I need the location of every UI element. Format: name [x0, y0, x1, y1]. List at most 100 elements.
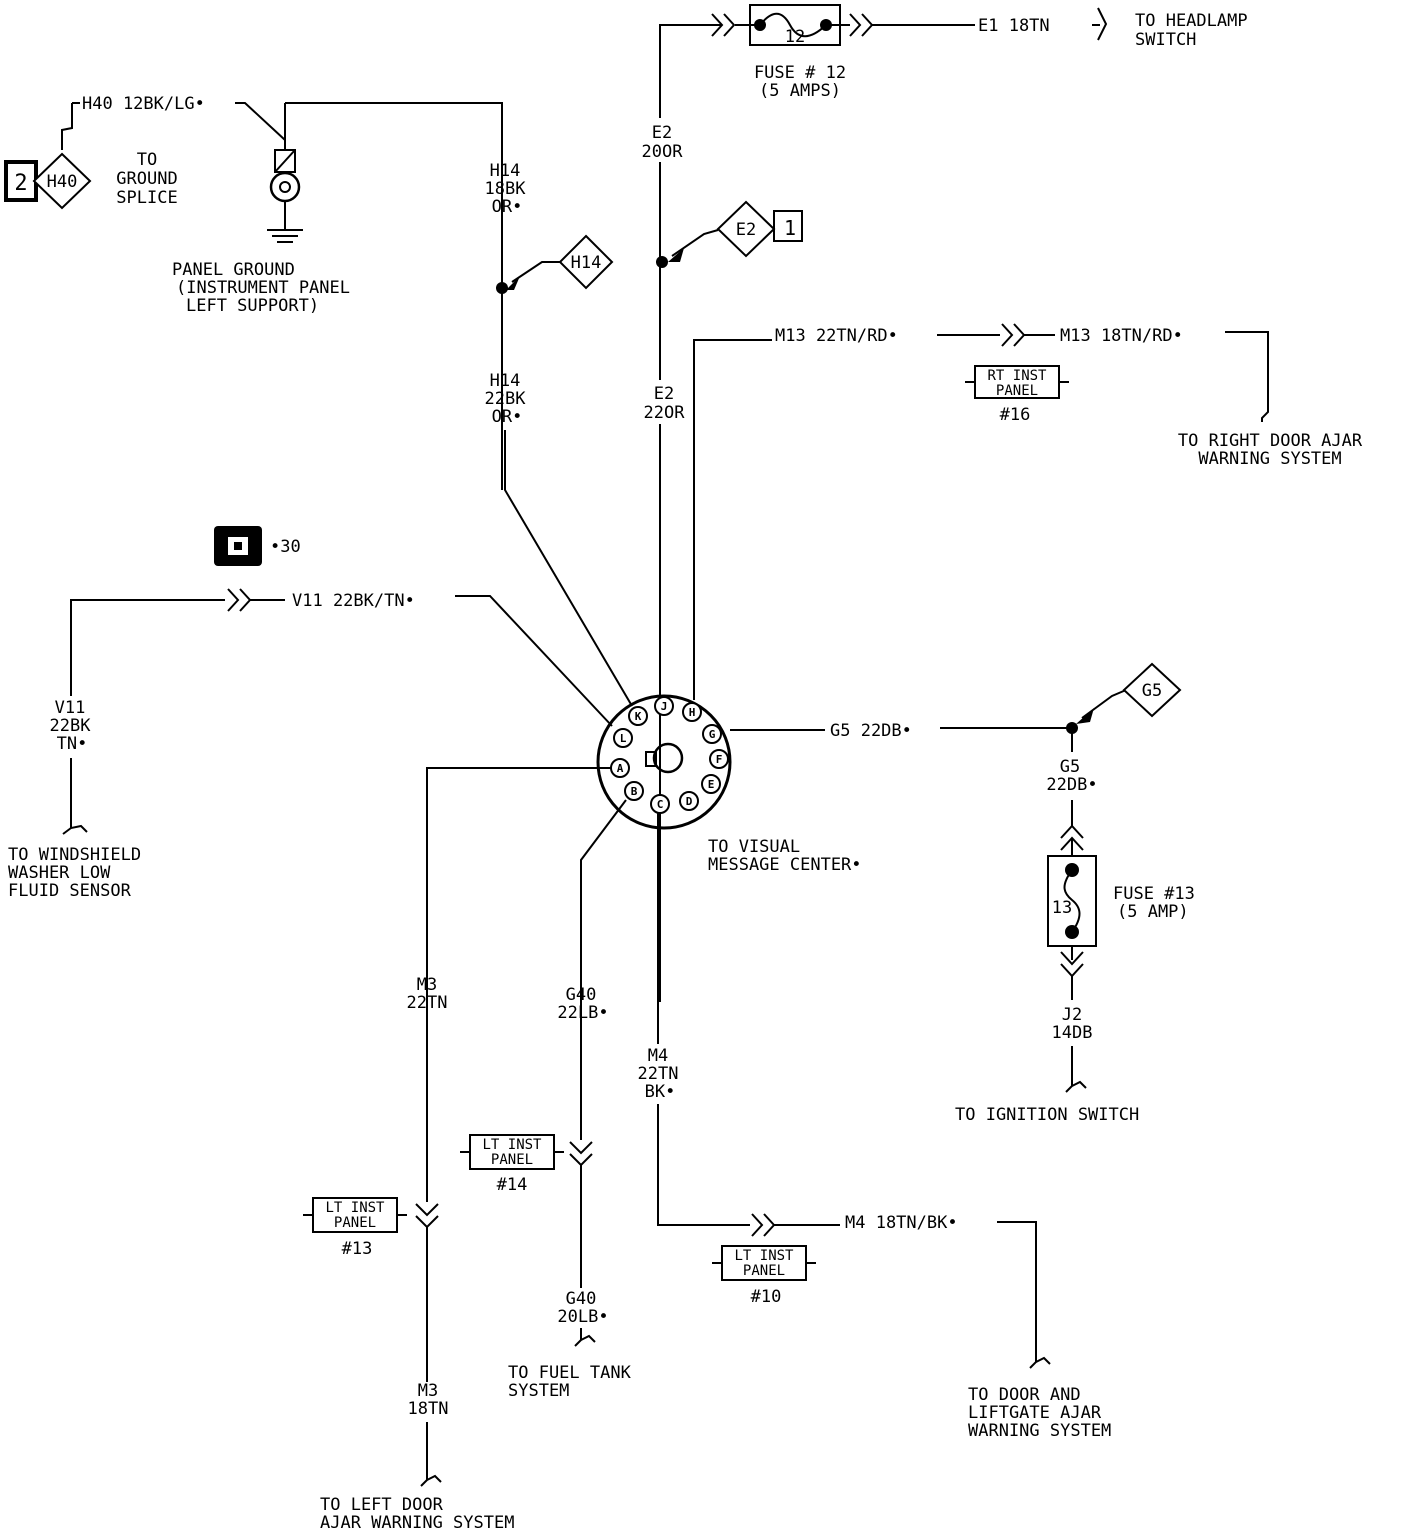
fuse-12-number: 12: [785, 27, 805, 47]
m4-circuit: M4 22TN BK• M4 18TN/BK• LT INST PANEL #1…: [630, 812, 1111, 1441]
vmc-pin-d: D: [679, 791, 699, 811]
ground-symbol-icon: [267, 229, 303, 243]
left-door-dest-2: AJAR WARNING SYSTEM: [320, 1513, 514, 1533]
g5-vert-1: G5: [1060, 757, 1080, 777]
svg-text:A: A: [617, 762, 624, 775]
lt-inst-panel-13-line2: PANEL: [334, 1215, 376, 1231]
svg-text:F: F: [716, 753, 723, 766]
e2-lower-1: E2: [654, 384, 674, 404]
fuse-12-circuit: 12 E1 18TN TO HEADLAMP SWITCH FUSE # 12 …: [659, 4, 1248, 1002]
connector-30-label: •30: [270, 537, 301, 557]
fuel-tank-dest-1: TO FUEL TANK: [508, 1363, 632, 1383]
m4-terminal: [997, 1221, 1051, 1369]
g5-circuit: G5 22DB• G5 G5 22DB• 13 FUSE #13 (5 AMP)…: [730, 662, 1195, 1125]
g5-splice-dot: [1066, 722, 1078, 734]
ignition-dest: TO IGNITION SWITCH: [955, 1105, 1139, 1125]
v11-vert-3: TN•: [57, 734, 88, 754]
g5-splice-diamond: [1122, 662, 1182, 718]
h40-splice-diamond: [32, 152, 92, 210]
vmc-pin-b: B: [624, 781, 644, 801]
vmc-pin-g: G: [702, 724, 722, 744]
liftgate-dest-1: TO DOOR AND: [968, 1385, 1081, 1405]
j2-terminal: [1065, 1046, 1087, 1093]
svg-text:B: B: [631, 785, 638, 798]
g40-circuit: G40 22LB• LT INST PANEL #14 G40 20LB• TO…: [460, 799, 632, 1401]
lt-inst-panel-14-num: #14: [497, 1175, 528, 1195]
h14-lower-3: OR•: [492, 407, 523, 427]
m13-terminal: [1225, 331, 1269, 422]
vmc-label-2: MESSAGE CENTER•: [708, 855, 862, 875]
j2-vert-2: 14DB: [1052, 1023, 1093, 1043]
liftgate-dest-2: LIFTGATE AJAR: [968, 1403, 1102, 1423]
h40-splice-lead: [61, 103, 73, 150]
m4-wire-label: M4 18TN/BK•: [845, 1213, 958, 1233]
h40-splice-id: H40: [47, 172, 78, 192]
svg-text:L: L: [620, 732, 627, 745]
fuse-13-rating: (5 AMP): [1117, 902, 1189, 922]
panel-ground-line2: (INSTRUMENT PANEL: [176, 278, 350, 298]
fuse-12-label: FUSE # 12: [754, 63, 846, 83]
g5-splice-id: G5: [1142, 681, 1162, 701]
vmc-label-1: TO VISUAL: [708, 837, 800, 857]
vmc-pin-f: F: [709, 749, 729, 769]
ground-dest-2: GROUND: [116, 169, 177, 189]
svg-text:D: D: [686, 795, 693, 808]
liftgate-dest-3: WARNING SYSTEM: [968, 1421, 1111, 1441]
windshield-dest-3: FLUID SENSOR: [8, 881, 132, 901]
h40-ground-circuit: H40 12BK/LG• PANEL GROUND (INSTRUMENT PA…: [4, 94, 503, 490]
v11-vert-2: 22BK: [50, 716, 92, 736]
g40-terminal: [574, 1334, 596, 1347]
vmc-pin-k: K: [628, 706, 648, 726]
m4-upper-3: BK•: [645, 1082, 676, 1102]
h14-splice-dot: [496, 282, 508, 294]
svg-text:H: H: [689, 706, 696, 719]
h14-lower-2: 22BK: [485, 389, 527, 409]
e2-lower-2: 22OR: [644, 403, 686, 423]
j2-vert-1: J2: [1062, 1005, 1082, 1025]
g40-upper-2: 22LB•: [557, 1003, 608, 1023]
h14-splice-diamond: [558, 234, 614, 290]
h14-circuit: H14 18BK OR• H14 H14 22BK OR•: [485, 161, 633, 707]
m4-upper-2: 22TN: [638, 1064, 679, 1084]
vmc-pin-j: J: [654, 696, 674, 716]
e2-upper-2: 20OR: [642, 142, 684, 162]
lt-inst-panel-14-line2: PANEL: [491, 1152, 533, 1168]
fuse-12-rating: (5 AMPS): [759, 81, 841, 101]
e2-circuit: E2 20OR E2 1 E2 22OR: [636, 118, 803, 424]
v11-vert-1: V11: [55, 698, 86, 718]
m3-lower-1: M3: [418, 1381, 438, 1401]
e2-splice-num-box: [773, 210, 803, 242]
fuse-13-label: FUSE #13: [1113, 884, 1195, 904]
rt-inst-panel-line2: PANEL: [996, 383, 1038, 399]
m3-circuit: M3 22TN LT INST PANEL #13 M3 18TN TO LEF…: [303, 767, 612, 1533]
m4-upper-1: M4: [648, 1046, 668, 1066]
m3-terminal: [420, 1474, 442, 1487]
v11-terminal: [62, 824, 88, 835]
e2-splice-dot: [656, 256, 668, 268]
e1-terminal-icon: [1092, 7, 1108, 41]
ground-dest-3: SPLICE: [116, 188, 177, 208]
lt-inst-panel-10-line2: PANEL: [743, 1263, 785, 1279]
right-door-dest-1: TO RIGHT DOOR AJAR: [1178, 431, 1363, 451]
g40-upper-1: G40: [566, 985, 597, 1005]
vmc-key-icon: [652, 742, 684, 774]
lt-inst-panel-13-num: #13: [342, 1239, 373, 1259]
svg-text:C: C: [657, 798, 664, 811]
m3-upper-2: 22TN: [407, 993, 448, 1013]
lt-inst-panel-14-line1: LT INST: [482, 1137, 542, 1153]
left-door-dest-1: TO LEFT DOOR: [320, 1495, 444, 1515]
e2-splice-id: E2: [736, 220, 756, 240]
vmc-pin-h: H: [682, 702, 702, 722]
rt-inst-panel-line1: RT INST: [987, 368, 1047, 384]
e2-splice-num: 1: [784, 216, 796, 240]
lt-inst-panel-13-line1: LT INST: [325, 1200, 385, 1216]
svg-text:G: G: [709, 728, 716, 741]
vmc-pin-e: E: [701, 774, 721, 794]
h40-wire-label: H40 12BK/LG•: [82, 94, 205, 114]
headlamp-dest-1: TO HEADLAMP: [1135, 11, 1248, 31]
m13-circuit: M13 22TN/RD• M13 18TN/RD• RT INST PANEL …: [693, 323, 1363, 700]
g40-lower-2: 20LB•: [557, 1307, 608, 1327]
windshield-dest-1: TO WINDSHIELD: [8, 845, 141, 865]
h14-lower-1: H14: [490, 371, 521, 391]
